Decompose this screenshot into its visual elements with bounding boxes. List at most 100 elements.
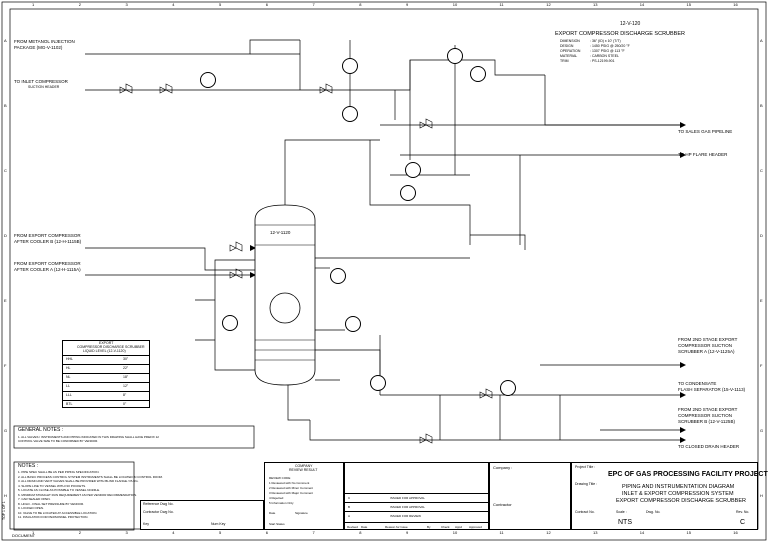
border-row-label-right: B [760,103,763,108]
to-closed-drain-label: TO CLOSED DRAIN HEADER [678,444,740,449]
notes-title: NOTES : [18,463,39,469]
level-value: 8" [123,393,127,397]
border-row-label-left: A [4,38,7,43]
revision-header: Approved [469,525,482,529]
company-block: Company : Contractor [489,462,571,530]
border-row-label-right: D [760,233,763,238]
to-condensate-label-1: TO CONDENSATE [678,381,717,386]
drawing-label: Drawing Title : [575,482,598,486]
spec-value: : 36" (ID) x 10' (T/T) [590,39,621,43]
border-column-label-top: 12 [546,2,551,7]
revision-id: C [348,496,351,500]
review-title-2: REVIEW RESULT [289,468,318,472]
spec-key: TRIM [560,59,569,63]
footer-side: TOP 1 OF 1 [2,501,6,520]
note-line: 1. PIPE SPEC SHALL BE AS PER PIPING SPEC… [18,470,100,474]
level-name: NL [66,375,71,379]
contract-no-label: Contract No. [575,510,595,514]
instrument-bubble [447,48,463,64]
review-code: 4 Rejected [269,496,284,500]
equipment-tag: 12-V-120 [620,21,641,27]
note-line: 6. MINIMUM STRAIGHT RUN REQUIREMENT AS P… [18,492,138,497]
equipment-title: EXPORT COMPRESSOR DISCHARGE SCRUBBER [555,31,685,37]
border-row-label-left: H [4,493,7,498]
review-code-label: REVIEW CODE [269,476,291,480]
revision-id: A [348,514,351,518]
spec-value: : 1307 PSIG @ 113 °F [590,49,625,53]
from-2nd-stage-b-label-3: SCRUBBER B (12-V-1125B) [678,419,735,424]
liquid-level-table: EXPORT COMPRESSOR DISCHARGE SCRUBBER LIQ… [62,340,150,408]
level-name: LLL [66,393,72,397]
border-column-label-top: 4 [172,2,175,7]
key-label: Key [143,522,150,526]
revision-header: Revised [347,525,358,529]
revision-desc: ISSUED FOR REVIEW [390,514,422,518]
border-column-label-top: 14 [639,2,645,7]
ref-dwg-label: Reference Dwg No. [143,502,174,506]
review-code: 1 Reviewed with No Comment [269,481,310,485]
border-column-label-bottom: 11 [499,530,504,535]
border-row-label-left: C [4,168,7,173]
contractor-dwg-label: Contractor Dwg No. [143,510,174,514]
drawing-title-1: PIPING AND INSTRUMENTATION DIAGRAM [622,484,735,490]
level-value: 0" [123,402,127,406]
ll-title-1: EXPORT [99,341,114,345]
spec-key: OPERATION [560,49,581,53]
from-2nd-stage-b-label-2: COMPRESSOR SUCTION [678,413,733,418]
note-line: 7. CAR SEALED OPEN. [18,497,51,501]
from-export-b-label-1: FROM EXPORT COMPRESSOR [14,233,81,238]
instrument-bubble [342,58,358,74]
instrument-bubble [200,72,216,88]
instrument-bubble [345,316,361,332]
revision-desc: ISSUED FOR APPROVAL [390,505,425,509]
to-hp-flare-label: TO HP FLARE HEADER [678,152,728,157]
general-notes-line-2: CONTROL VALVE SIZE TO BE CONFIRMED BY VE… [18,439,99,443]
company-label: Company : [493,465,513,470]
border-column-label-bottom: 3 [125,530,128,535]
review-signature-label: Signature [295,511,308,515]
border-column-label-bottom: 9 [406,530,409,535]
border-column-label-top: 7 [312,2,315,7]
border-column-label-bottom: 10 [452,530,458,535]
spec-value: : 1450 PSIG @ 250/20 °F [590,44,630,48]
level-row: NL 18" [63,373,149,383]
revision-row: A ISSUED FOR REVIEW [345,511,488,521]
revision-header: Date [361,525,368,529]
border-column-label-bottom: 8 [359,530,362,535]
border-column-label-top: 5 [219,2,222,7]
note-line: 3. ALL DRAIN AND VENT VALVES SHALL BE PR… [18,479,139,483]
rev-no-label: Rev. No. [736,510,750,514]
level-value: 18" [123,375,129,379]
revision-header: Appd [455,525,463,529]
spec-value: : CARBON STEEL [590,54,619,58]
level-row: LLL 8" [63,391,149,401]
to-inlet-label-2: SUCTION HEADER [28,85,60,89]
to-condensate-label-2: FLASH SEPARATOR (15-V-1113) [678,387,746,392]
level-value: 30" [123,357,129,361]
from-2nd-stage-a-label-1: FROM 2ND STAGE EXPORT [678,337,738,342]
review-code: 5 Information Only [269,501,294,505]
review-code: 2 Reviewed with Minor Comment [269,486,314,490]
title-block: Project Title : EPC OF GAS PROCESSING FA… [571,462,768,530]
revision-id: B [348,505,351,509]
instrument-bubble [500,380,516,396]
from-2nd-stage-a-label-3: SCRUBBER A (12-V-1125A) [678,349,735,354]
project-label: Project Title : [575,465,596,469]
border-column-label-bottom: 15 [686,530,691,535]
to-inlet-label-1: TO INLET COMPRESSOR [14,79,68,84]
border-column-label-bottom: 6 [265,530,268,535]
spec-key: DIMENSION [560,39,580,43]
from-2nd-stage-a-label-2: COMPRESSOR SUCTION [678,343,733,348]
note-line: 11. INSULATION FOR PERSONNEL PROTECTION. [18,515,89,519]
instrument-bubble [405,162,421,178]
from-export-a-label-1: FROM EXPORT COMPRESSOR [14,261,81,266]
border-column-label-top: 3 [125,2,128,7]
spec-key: DESIGN [560,44,574,48]
ll-title-2: COMPRESSOR DISCHARGE SCRUBBER [77,345,145,349]
revision-header: By [427,525,431,529]
